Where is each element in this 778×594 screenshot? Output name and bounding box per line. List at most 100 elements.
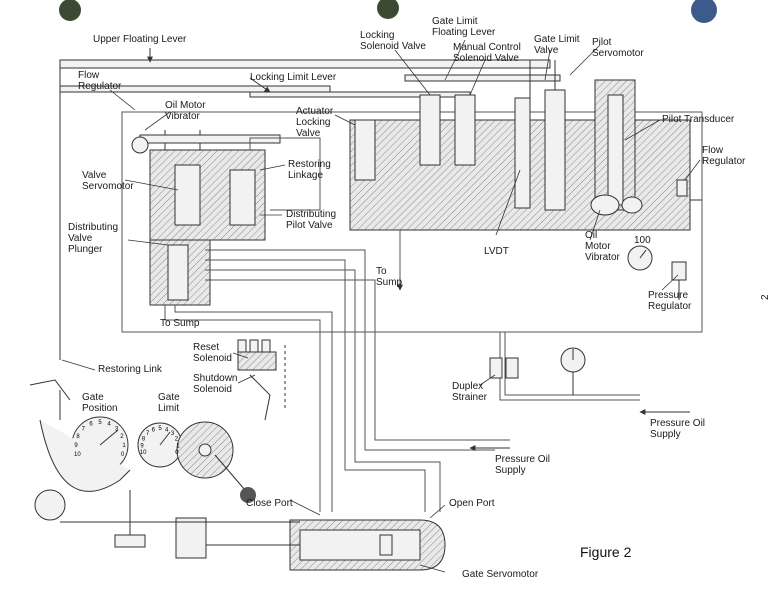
- dial-tick-label: 7: [146, 431, 150, 437]
- label-line: Solenoid Valve: [453, 53, 519, 64]
- binder-hole-center: [377, 0, 399, 19]
- label-line: Solenoid: [193, 384, 232, 395]
- pressure-gauge-right: 100: [627, 235, 653, 271]
- label-line: Solenoid Valve: [360, 41, 426, 52]
- shutdown-mechanism: [237, 339, 286, 421]
- label-gate-servomotor: Gate Servomotor: [462, 569, 539, 580]
- label-line: Locking: [360, 30, 394, 41]
- label-line: Oil Motor: [165, 100, 206, 111]
- label-line: To: [376, 266, 387, 277]
- label-line: Pressure Oil: [495, 454, 550, 465]
- dial-tick-label: 0: [121, 452, 125, 458]
- label-line: Motor: [585, 241, 611, 252]
- label-line: Valve: [296, 128, 321, 139]
- label-to-sump-left: To Sump: [160, 318, 200, 329]
- dial-tick-label: 10: [140, 450, 147, 456]
- dial-tick-label: 8: [76, 434, 80, 440]
- label-line: Floating Lever: [432, 27, 496, 38]
- label-pilot-transducer: Pilot Transducer: [662, 114, 735, 125]
- label-line: Pressure Oil: [650, 418, 705, 429]
- label-line: Shutdown: [193, 373, 237, 384]
- label-restoring-link: Restoring Link: [98, 364, 163, 375]
- label-line: Regulator: [702, 156, 746, 167]
- label-line: Servomotor: [592, 48, 644, 59]
- label-open-port: Open Port: [449, 498, 495, 509]
- dial-tick-label: 1: [176, 443, 180, 449]
- dial-tick-label: 5: [158, 426, 162, 432]
- label-line: Close Port: [246, 498, 293, 509]
- figure-label: Figure 2: [580, 544, 632, 560]
- dial-tick-label: 9: [74, 443, 78, 449]
- label-line: Valve: [534, 45, 559, 56]
- label-line: Plunger: [68, 244, 103, 255]
- dial-tick-label: 2: [175, 437, 179, 443]
- label-lvdt: LVDT: [484, 246, 509, 257]
- label-line: Supply: [495, 465, 526, 476]
- upper-floating-lever: [59, 48, 551, 360]
- label-line: Gate Servomotor: [462, 569, 539, 580]
- dial-tick-label: 6: [89, 422, 93, 428]
- label-close-port: Close Port: [246, 498, 293, 509]
- restoring-link-cam: [29, 379, 131, 521]
- label-line: Upper Floating Lever: [93, 34, 187, 45]
- oil-piping: [164, 230, 640, 512]
- distributing-valve-assembly: [131, 130, 321, 306]
- pressure-regulator-body: [671, 261, 687, 300]
- pressure-gauge-mid: [560, 347, 586, 395]
- label-line: Distributing: [68, 222, 118, 233]
- label-line: Restoring Link: [98, 364, 163, 375]
- dial-tick-label: 2: [120, 434, 124, 440]
- label-line: Limit: [158, 403, 179, 414]
- label-line: Pilot: [592, 37, 612, 48]
- label-line: Valve: [82, 170, 107, 181]
- label-line: Servomotor: [82, 181, 134, 192]
- label-line: Gate: [158, 392, 180, 403]
- leader-lines: [61, 39, 701, 573]
- label-line: Pilot Valve: [286, 220, 333, 231]
- label-line: Valve: [68, 233, 93, 244]
- dial-tick-label: 0: [175, 450, 179, 456]
- label-line: Vibrator: [585, 252, 621, 263]
- flow-regulator-right-body: [676, 179, 688, 197]
- dial-tick-label: 4: [165, 427, 169, 433]
- label-line: Open Port: [449, 498, 495, 509]
- gauge-scale-label: 100: [634, 235, 651, 246]
- label-line: Gate: [82, 392, 104, 403]
- gate-limit-dial: [137, 422, 183, 468]
- restoring-drum: [176, 421, 256, 503]
- label-line: Pilot Transducer: [662, 114, 735, 125]
- label-line: To Sump: [160, 318, 200, 329]
- dial-tick-label: 1: [122, 443, 126, 449]
- label-line: Regulator: [78, 81, 122, 92]
- dial-tick-label: 3: [171, 431, 175, 437]
- label-line: Vibrator: [165, 111, 201, 122]
- label-line: LVDT: [484, 246, 509, 257]
- dial-tick-label: 3: [115, 427, 119, 433]
- label-line: Distributing: [286, 209, 336, 220]
- oil-motor-vibrator-right: [590, 194, 702, 216]
- label-line: Pressure: [648, 290, 688, 301]
- dial-tick-label: 10: [74, 452, 81, 458]
- label-line: Gate Limit: [534, 34, 580, 45]
